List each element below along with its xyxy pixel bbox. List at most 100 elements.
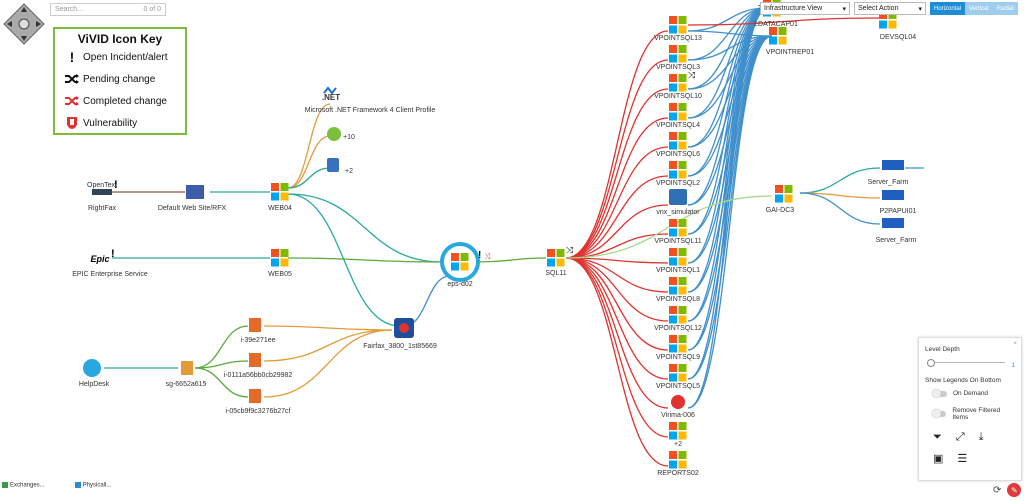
node-label: VPOINTSQL12 xyxy=(654,325,702,332)
website-icon[interactable] xyxy=(186,185,204,199)
node-label: DEVSQL04 xyxy=(880,34,916,41)
edge-v3-vrep xyxy=(687,35,773,61)
v11-icon[interactable] xyxy=(669,219,687,237)
node-label: i-0111a56bb0cb29982 xyxy=(224,372,293,379)
node-label: Fairfax_3800_1st85669 xyxy=(363,343,437,350)
rightfax-icon[interactable] xyxy=(92,189,112,195)
slider-handle[interactable] xyxy=(927,359,935,367)
edge-virima-vrep xyxy=(687,35,773,409)
web04-icon[interactable] xyxy=(271,183,289,201)
edge-v13-ldata xyxy=(687,7,769,32)
node-label: VPOINTSQL5 xyxy=(656,383,700,390)
node-label: Server_Farm xyxy=(868,179,909,186)
vrep-icon[interactable] xyxy=(769,27,787,45)
server-farm-icon[interactable] xyxy=(882,160,904,170)
eps-ring[interactable] xyxy=(440,242,480,282)
database-icon[interactable] xyxy=(327,158,339,172)
dotnet-icon[interactable] xyxy=(323,86,337,95)
server-farm-icon[interactable] xyxy=(882,218,904,228)
icon-key-title: ViVID Icon Key xyxy=(77,32,163,46)
edge-sql11-vm_sim xyxy=(565,204,669,259)
storage-icon[interactable] xyxy=(669,189,687,205)
chevron-down-icon: ▾ xyxy=(842,5,846,13)
server-icon[interactable] xyxy=(882,190,904,200)
v6-icon[interactable] xyxy=(669,132,687,150)
v3-icon[interactable] xyxy=(669,45,687,63)
save-icon[interactable]: ▣ xyxy=(933,453,944,465)
layout-vertical-button[interactable]: Vertical xyxy=(965,2,993,15)
filter-icon[interactable]: ⏷ xyxy=(933,431,942,443)
edge-sql11-v8 xyxy=(565,257,669,293)
list-icon[interactable]: ☰ xyxy=(957,453,968,465)
expand-icon[interactable]: ⤢ xyxy=(955,431,965,443)
security-group-icon[interactable] xyxy=(181,361,193,375)
legend-item-exchanges: Exchanges... xyxy=(2,482,45,489)
refresh-icon[interactable]: ⟳ xyxy=(993,484,1002,496)
node-label: Server_Farm xyxy=(876,237,917,244)
node-label: RightFax xyxy=(88,205,117,212)
edge-v13-devsql xyxy=(687,17,881,26)
node-label: VPOINTSQL8 xyxy=(656,296,700,303)
eps-windows-icon[interactable] xyxy=(451,253,469,271)
shuffle-black-icon: ⤨ xyxy=(688,70,696,80)
edit-pencil-icon[interactable]: ✎ xyxy=(1007,483,1022,497)
edge-sql11-reports xyxy=(565,257,669,467)
node-label: VPOINTSQL6 xyxy=(656,151,700,158)
aws-instance-icon[interactable] xyxy=(249,318,261,332)
v13-icon[interactable] xyxy=(669,16,687,34)
remove-filtered-toggle[interactable]: Remove Filtered Items xyxy=(931,407,1015,421)
action-select[interactable]: Select Action ▾ xyxy=(854,2,926,15)
devsql-icon[interactable] xyxy=(879,11,897,29)
edge-sql11-v12 xyxy=(565,257,669,322)
reports-icon[interactable] xyxy=(669,451,687,469)
key-label-pending: Pending change xyxy=(83,73,156,85)
on-demand-toggle[interactable]: On Demand xyxy=(932,388,1015,398)
pan-control[interactable] xyxy=(2,2,46,46)
edge-v6-ldata xyxy=(687,7,769,148)
web05-icon[interactable] xyxy=(271,249,289,267)
v5-icon[interactable] xyxy=(669,364,687,382)
node-label: P2PAPUI01 xyxy=(880,208,917,215)
gai-icon[interactable] xyxy=(775,185,793,203)
node-label: VPOINTSQL13 xyxy=(654,35,702,42)
virima-icon[interactable] xyxy=(671,395,685,409)
layout-radial-button[interactable]: Radial xyxy=(992,2,1018,15)
exclamation-icon: ! xyxy=(114,179,118,191)
v1-icon[interactable] xyxy=(669,248,687,266)
close-icon[interactable]: × xyxy=(1013,340,1017,347)
node-label: +10 xyxy=(343,134,355,141)
v9-icon[interactable] xyxy=(669,335,687,353)
node-label: HelpDesk xyxy=(79,381,110,388)
globe-icon[interactable] xyxy=(83,359,101,377)
edge-sql11-v9 xyxy=(565,257,669,351)
v8-icon[interactable] xyxy=(669,277,687,295)
node-label: i-05cb9f9c3276b27cf xyxy=(226,408,291,415)
search-input[interactable]: Search... 0 of 0 xyxy=(50,3,166,16)
edge-web04-net xyxy=(287,103,331,189)
v2-icon[interactable] xyxy=(669,161,687,179)
aws-instance-icon[interactable] xyxy=(249,353,261,367)
download-icon[interactable]: ⤓ xyxy=(978,431,984,443)
rightfax-logo: OpenText xyxy=(87,182,117,189)
level-depth-slider[interactable]: 1 xyxy=(925,359,1015,369)
node-label: VPOINTSQL3 xyxy=(656,64,700,71)
layout-horizontal-button[interactable]: Horizontal xyxy=(930,2,966,15)
key-row-pending: Pending change xyxy=(61,68,179,90)
node-label: SQL11 xyxy=(545,270,566,277)
sql11-icon[interactable] xyxy=(547,249,565,267)
node-label: EPIC Enterprise Service xyxy=(72,271,148,278)
view-select[interactable]: Infrastructure View ▾ xyxy=(760,2,850,15)
v12-icon[interactable] xyxy=(669,306,687,324)
aws-instance-icon[interactable] xyxy=(249,389,261,403)
edge-i1-fairfax xyxy=(263,325,393,331)
pan-down-icon xyxy=(21,36,27,41)
edge-sql11-v2 xyxy=(565,175,669,259)
v4-icon[interactable] xyxy=(669,103,687,121)
plus2b-icon[interactable] xyxy=(669,422,687,440)
node-label: +2 xyxy=(345,168,353,175)
node-label: sg-6652a615 xyxy=(166,381,207,388)
edge-eps-sql11 xyxy=(477,257,547,263)
gear-icon[interactable] xyxy=(327,127,341,141)
v10-icon[interactable] xyxy=(669,74,687,92)
